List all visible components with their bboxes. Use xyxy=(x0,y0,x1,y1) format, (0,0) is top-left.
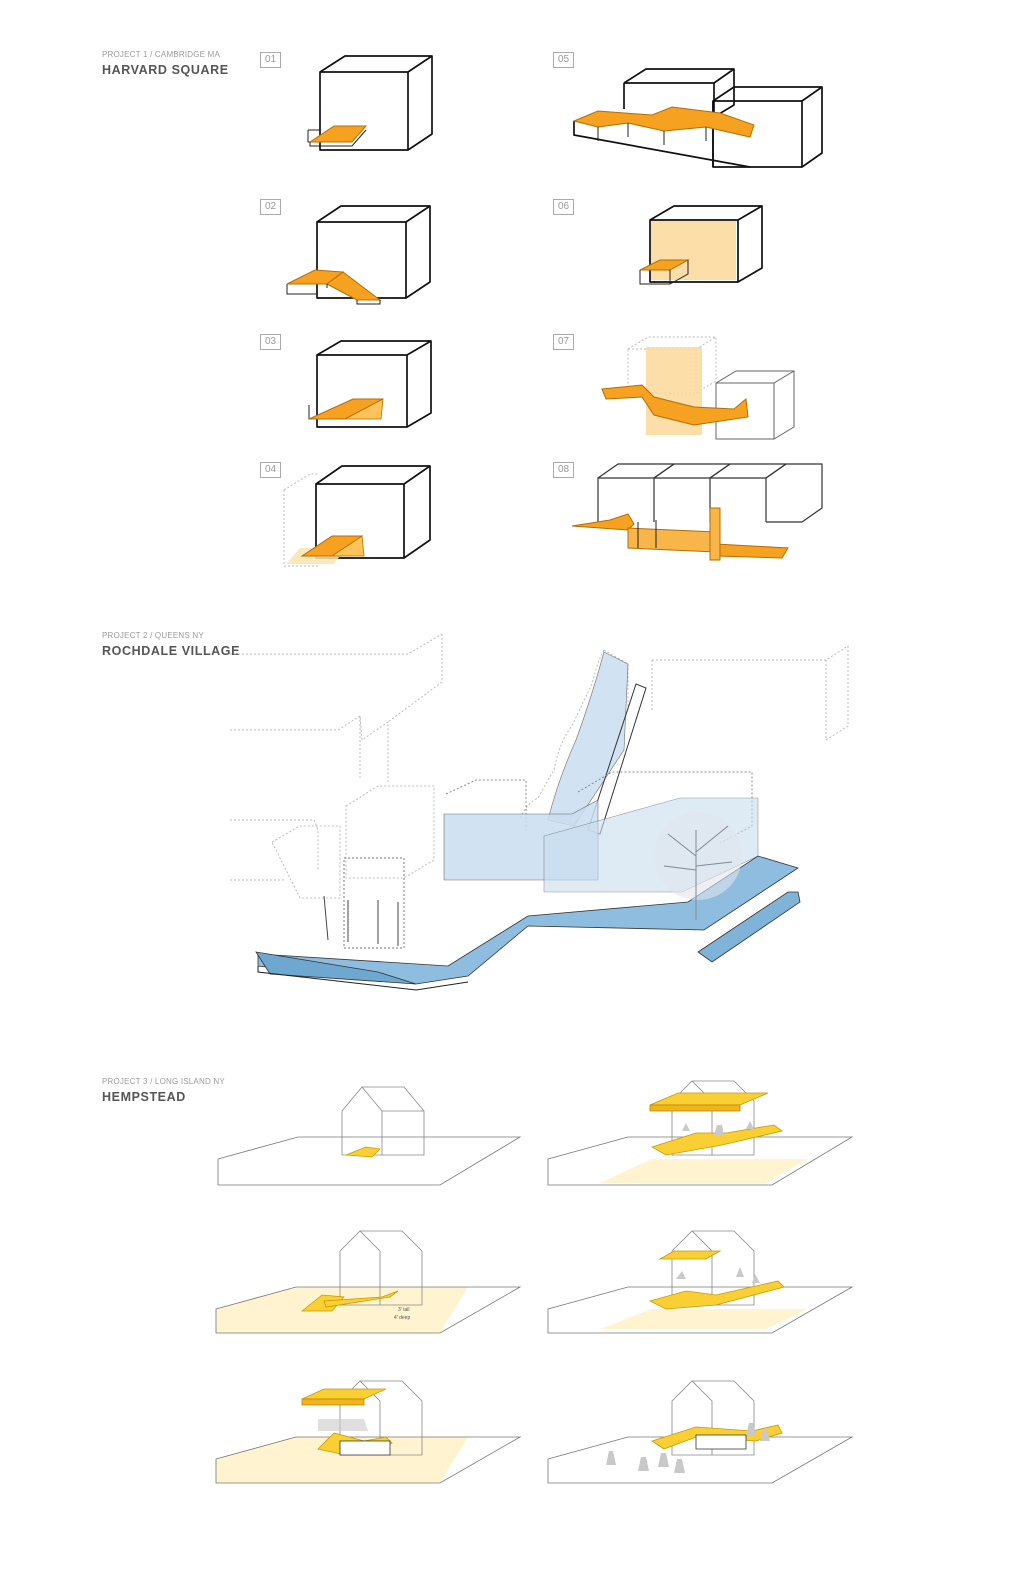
rochdale-village-diagram xyxy=(230,633,849,991)
hempstead-step-6-diagram xyxy=(547,1380,854,1484)
step-01-label: 01 xyxy=(260,52,281,68)
step-08-diagram xyxy=(571,463,823,561)
dim-label-tall: 3' tall xyxy=(398,1307,410,1313)
step-05-diagram xyxy=(572,68,823,168)
step-02-diagram xyxy=(286,205,431,305)
step-03-diagram xyxy=(308,340,432,428)
hempstead-step-2-diagram xyxy=(547,1080,854,1186)
project-1-subtitle: PROJECT 1 / CAMBRIDGE MA xyxy=(102,50,221,59)
project-2-title: ROCHDALE VILLAGE xyxy=(102,644,241,658)
step-04-diagram xyxy=(283,465,431,567)
step-07-label: 07 xyxy=(553,334,574,350)
tree-icon xyxy=(654,812,742,920)
project-1-title: HARVARD SQUARE xyxy=(102,63,229,77)
step-03-label: 03 xyxy=(260,334,281,350)
dim-label-deep: 4' deep xyxy=(394,1315,410,1321)
hempstead-step-3-diagram: 3' tall 4' deep xyxy=(215,1230,522,1334)
step-08-label: 08 xyxy=(553,462,574,478)
step-04-label: 04 xyxy=(260,462,281,478)
step-02-label: 02 xyxy=(260,199,281,215)
project-2-subtitle: PROJECT 2 / QUEENS NY xyxy=(102,631,204,640)
step-07-diagram xyxy=(601,336,795,440)
hempstead-step-5-diagram xyxy=(215,1380,522,1484)
hempstead-step-1-diagram xyxy=(217,1086,522,1186)
step-01-diagram xyxy=(307,55,433,151)
project-3-title: HEMPSTEAD xyxy=(102,1090,186,1104)
step-05-label: 05 xyxy=(553,52,574,68)
step-06-diagram xyxy=(639,205,763,285)
step-06-label: 06 xyxy=(553,199,574,215)
project-3-subtitle: PROJECT 3 / LONG ISLAND NY xyxy=(102,1077,225,1086)
hempstead-step-4-diagram xyxy=(547,1230,854,1334)
